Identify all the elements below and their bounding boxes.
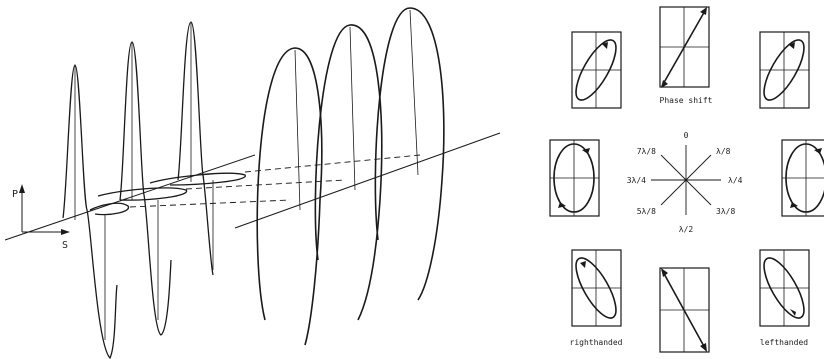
- phase-label-top: 0: [684, 131, 689, 140]
- propagation-axis: [5, 155, 255, 240]
- arrowhead-icon: [580, 261, 586, 268]
- dashed-projection-1: [245, 155, 420, 172]
- helix-panel: [235, 8, 500, 345]
- state-box-right: [782, 140, 824, 216]
- state-box-upper-left: [569, 32, 624, 108]
- phase-label-lower-left: 5λ/8: [637, 207, 656, 216]
- arrowhead-icon: [558, 202, 566, 208]
- state-box-upper-right: [757, 32, 812, 108]
- lefthanded-caption: lefthanded: [760, 338, 808, 347]
- helix-loop-1-rib: [295, 50, 300, 210]
- arrowhead-icon: [814, 148, 822, 154]
- helix-axis: [235, 133, 500, 228]
- dashed-projection-3: [130, 200, 290, 207]
- s-axis-label: S: [62, 240, 68, 251]
- helix-loop-2-rib: [350, 27, 355, 190]
- state-box-top: [660, 7, 709, 88]
- helix-loop-3-rib: [410, 10, 418, 175]
- wave-propagation-panel: [5, 22, 420, 358]
- helix-loop-1: [257, 48, 322, 345]
- p-axis-label: P: [12, 189, 18, 200]
- s-wave-2: [98, 188, 187, 200]
- phase-label-bottom: λ/2: [679, 225, 694, 234]
- helix-loop-3: [375, 8, 444, 300]
- arrowhead-icon: [790, 202, 798, 208]
- righthanded-caption: righthanded: [570, 338, 623, 347]
- arrowhead-icon: [661, 268, 668, 277]
- p-axis-arrow: [19, 184, 25, 232]
- state-box-bottom: [660, 268, 709, 352]
- phase-label-right: λ/4: [728, 176, 743, 185]
- state-box-lower-right: [757, 250, 812, 326]
- arrowhead-icon: [582, 148, 590, 154]
- phase-shift-title: Phase shift: [660, 96, 713, 105]
- phase-label-lower-right: 3λ/8: [716, 207, 735, 216]
- p-wave-3: [178, 22, 213, 275]
- s-axis-arrow: [22, 229, 70, 235]
- phase-label-upper-right: λ/8: [716, 147, 731, 156]
- s-wave-3: [150, 173, 245, 185]
- helix-loop-2: [315, 25, 381, 320]
- phase-label-upper-left: 7λ/8: [637, 147, 656, 156]
- phase-wheel: [651, 145, 721, 215]
- state-box-left: [550, 140, 599, 216]
- phase-label-left: 3λ/4: [627, 176, 646, 185]
- arrowhead-icon: [700, 343, 707, 352]
- polarization-states-panel: Phase shift: [550, 7, 824, 352]
- state-box-lower-left: [569, 250, 624, 326]
